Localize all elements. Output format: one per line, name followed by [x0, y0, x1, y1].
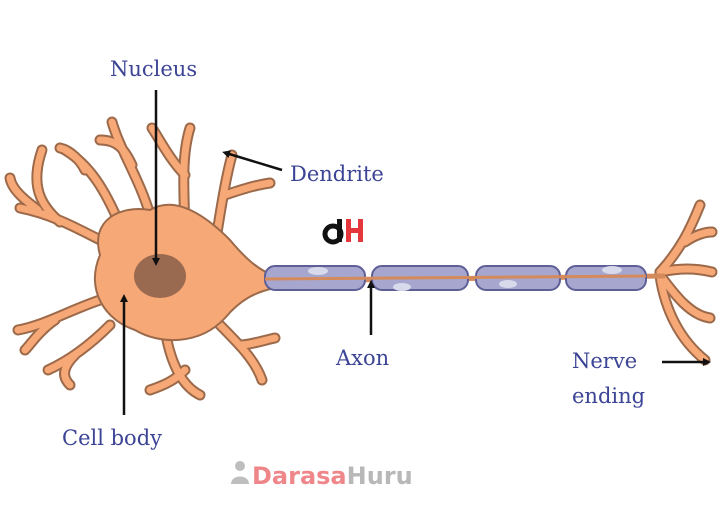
brand-watermark: DarasaHuru	[231, 461, 413, 490]
schwann-cell-highlight	[602, 266, 622, 274]
nucleus-shape	[134, 254, 186, 298]
schwann-cell-highlight	[499, 280, 517, 288]
axon-label: Axon	[335, 346, 389, 370]
axon-core	[264, 274, 647, 281]
myelin-sheath	[264, 265, 647, 291]
nerve-ending-label-line1: Nerve	[572, 349, 637, 373]
nucleus-label: Nucleus	[110, 57, 197, 81]
brand-huru: Huru	[347, 462, 413, 490]
person-icon	[231, 461, 249, 484]
dendrites	[4, 116, 718, 401]
cell-body-label: Cell body	[62, 426, 162, 450]
nerve-ending-label-line2: ending	[572, 384, 645, 408]
brand-darasa: Darasa	[252, 462, 347, 490]
dendrite-arrow	[222, 150, 283, 172]
schwann-cell-highlight	[308, 267, 328, 275]
dendrite-label: Dendrite	[290, 162, 384, 186]
pointer-arrows	[120, 90, 711, 415]
schwann-cell-highlight	[393, 283, 411, 291]
svg-text:DarasaHuru: DarasaHuru	[252, 462, 413, 490]
dh-logo-icon	[322, 219, 363, 245]
